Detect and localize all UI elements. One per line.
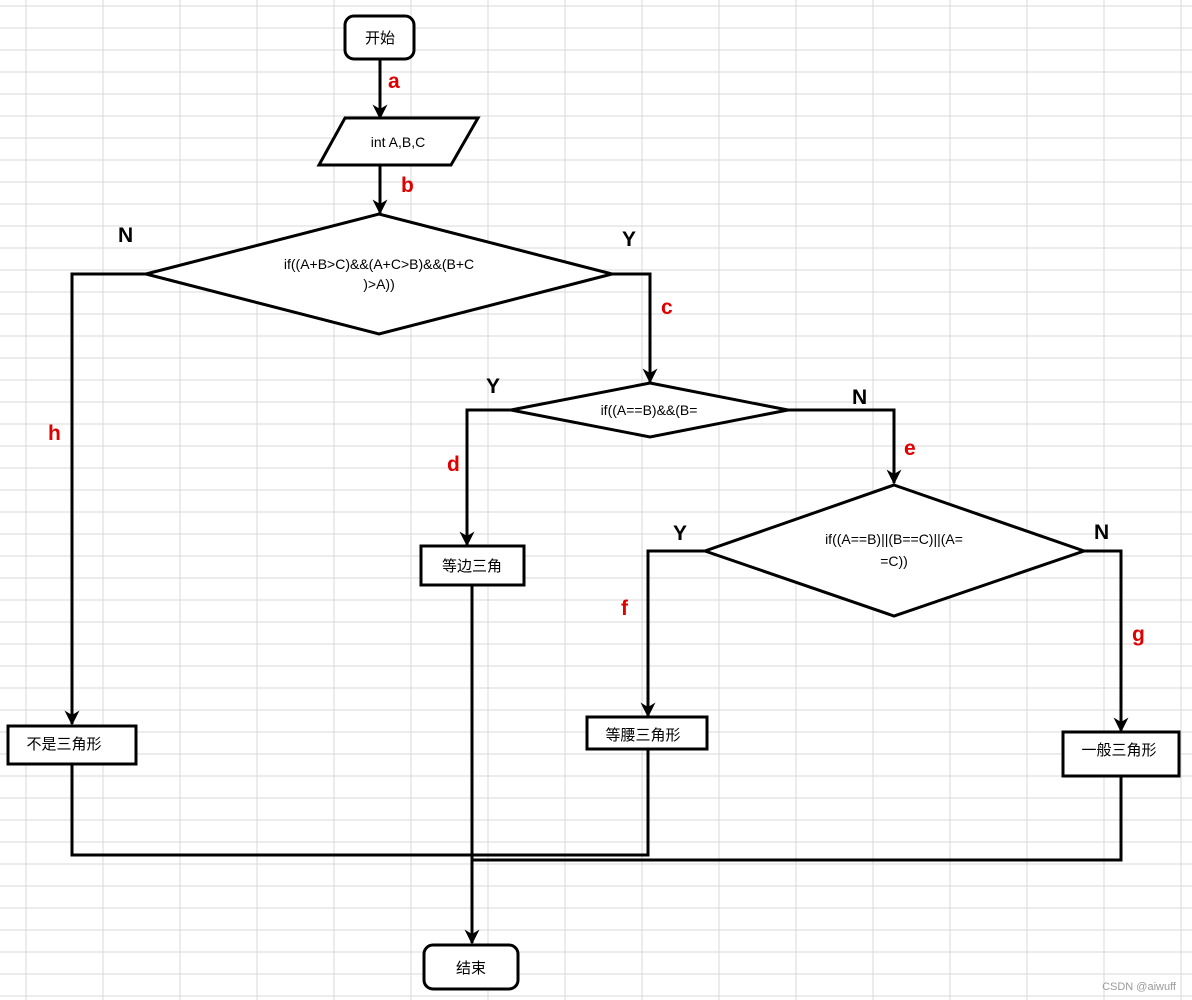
start-terminal	[343, 14, 416, 61]
triangle-check-label-line2: )>A))	[363, 276, 395, 292]
watermark: CSDN @aiwuff	[1102, 981, 1177, 993]
merge-general-line	[472, 777, 1123, 862]
triangle-check-yes-label: Y	[622, 228, 636, 251]
general-box	[1061, 730, 1181, 778]
equilateral-check-no-label: N	[852, 386, 867, 409]
end-label: 结束	[456, 959, 486, 977]
equilateral-check-diamond	[510, 381, 789, 439]
input-parallelogram	[316, 116, 481, 167]
triangle-check-no-label: N	[118, 224, 133, 247]
edge-label-e: e	[904, 437, 916, 460]
general-label: 一般三角形	[1081, 741, 1156, 759]
edge-label-g: g	[1132, 623, 1145, 646]
edge-label-a: a	[388, 70, 400, 93]
edge-h-line	[64, 272, 146, 726]
equilateral-check-label: if((A==B)&&(B=	[601, 402, 698, 418]
isosceles-check-yes-label: Y	[673, 522, 687, 545]
isosceles-check-diamond	[700, 483, 1089, 618]
equilateral-box	[419, 544, 526, 587]
edge-f-line	[640, 549, 705, 718]
isosceles-check-label-line2: =C))	[880, 553, 908, 569]
edge-label-f: f	[621, 597, 629, 620]
edge-d-line	[459, 408, 511, 547]
equilateral-check-yes-label: Y	[486, 375, 500, 398]
edge-label-d: d	[447, 453, 460, 476]
merge-not-triangle-line	[70, 750, 650, 857]
isosceles-box	[585, 715, 709, 751]
input-label: int A,B,C	[371, 134, 425, 150]
edge-e-line	[788, 408, 902, 485]
edge-label-h: h	[48, 422, 61, 445]
edge-label-b: b	[401, 174, 414, 197]
not-triangle-box	[6, 724, 138, 766]
triangle-check-label-line1: if((A+B>C)&&(A+C>B)&&(B+C	[284, 256, 474, 272]
edge-c-line	[612, 272, 658, 384]
equilateral-label: 等边三角	[442, 557, 502, 575]
isosceles-check-label-line1: if((A==B)||(B==C)||(A=	[825, 531, 963, 547]
start-label: 开始	[365, 29, 395, 47]
triangle-check-diamond	[145, 212, 613, 336]
edge-label-c: c	[661, 296, 673, 319]
not-triangle-label: 不是三角形	[26, 735, 101, 753]
end-terminal	[422, 943, 520, 991]
isosceles-check-no-label: N	[1094, 521, 1109, 544]
edge-g-line	[1084, 549, 1129, 733]
isosceles-label: 等腰三角形	[605, 726, 680, 744]
